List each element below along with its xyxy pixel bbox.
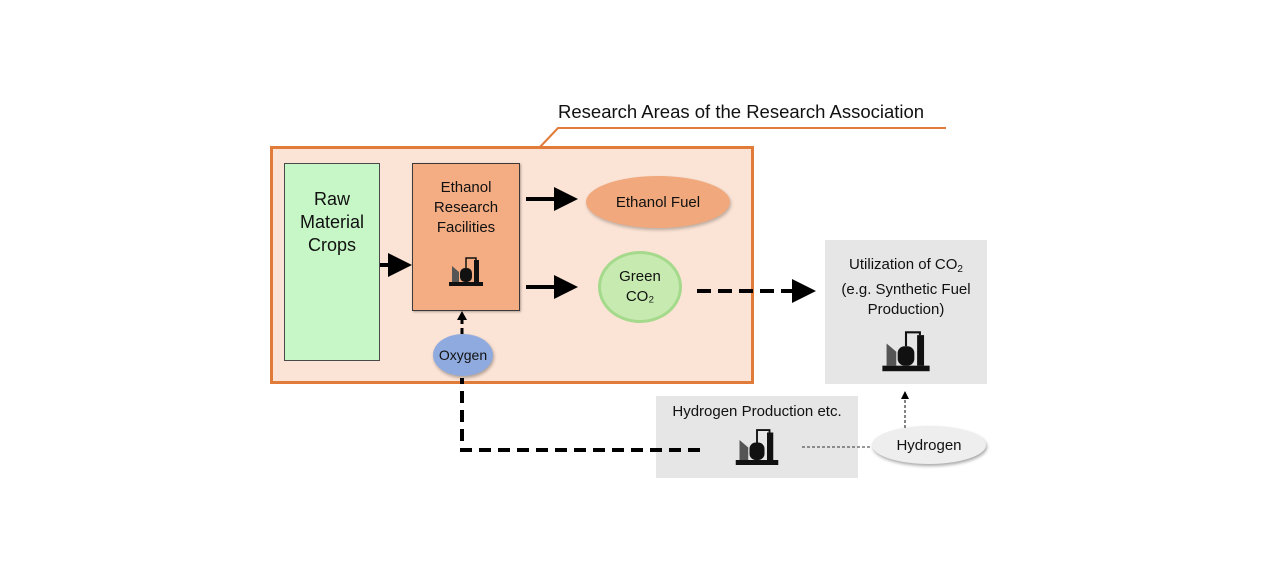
arrowhead-oxygen [457, 311, 467, 320]
ethanol-facilities-label-1: Ethanol [440, 179, 492, 196]
ethanol-research-facilities-box: Ethanol Research Facilities [412, 163, 520, 311]
co2-subscript: 2 [957, 264, 963, 275]
factory-icon [449, 257, 483, 286]
hydrogen-production-box: Hydrogen Production etc. [656, 396, 858, 478]
hydrogen-label: Hydrogen [896, 436, 962, 454]
ethanol-facilities-label-3: Facilities [436, 219, 496, 236]
co2-utilization-box: Utilization of CO2 (e.g. Synthetic Fuel … [825, 240, 987, 384]
raw-material-label-3: Crops [307, 235, 356, 255]
raw-material-label-1: Raw [313, 189, 350, 209]
co2-utilization-label-1: Utilization of CO2 [825, 255, 987, 280]
ethanol-fuel-label: Ethanol Fuel [615, 193, 701, 211]
factory-icon [735, 429, 779, 465]
diagram-title: Research Areas of the Research Associati… [558, 101, 925, 122]
raw-material-crops-box: Raw Material Crops [284, 163, 380, 361]
oxygen-node: Oxygen [433, 334, 493, 376]
green-co2-label-2: CO₂ [625, 288, 655, 305]
hydrogen-node: Hydrogen [872, 426, 986, 464]
co2-utilization-label-2: (e.g. Synthetic Fuel [841, 281, 971, 298]
ethanol-facilities-label-2: Research [433, 199, 499, 216]
co2-utilization-label-3: Production) [867, 301, 945, 318]
ethanol-fuel-node: Ethanol Fuel [586, 176, 730, 228]
title-callout-line [539, 127, 946, 148]
factory-icon [882, 331, 930, 372]
arrow-hprod-to-oxygen [460, 378, 700, 452]
co2-utilization-label-prefix: Utilization of CO [849, 256, 958, 273]
raw-material-label-2: Material [299, 212, 365, 232]
oxygen-label: Oxygen [438, 347, 488, 363]
hydrogen-production-label: Hydrogen Production etc. [672, 403, 842, 420]
green-co2-node: Green CO₂ [598, 251, 682, 323]
green-co2-label-1: Green [619, 268, 661, 285]
